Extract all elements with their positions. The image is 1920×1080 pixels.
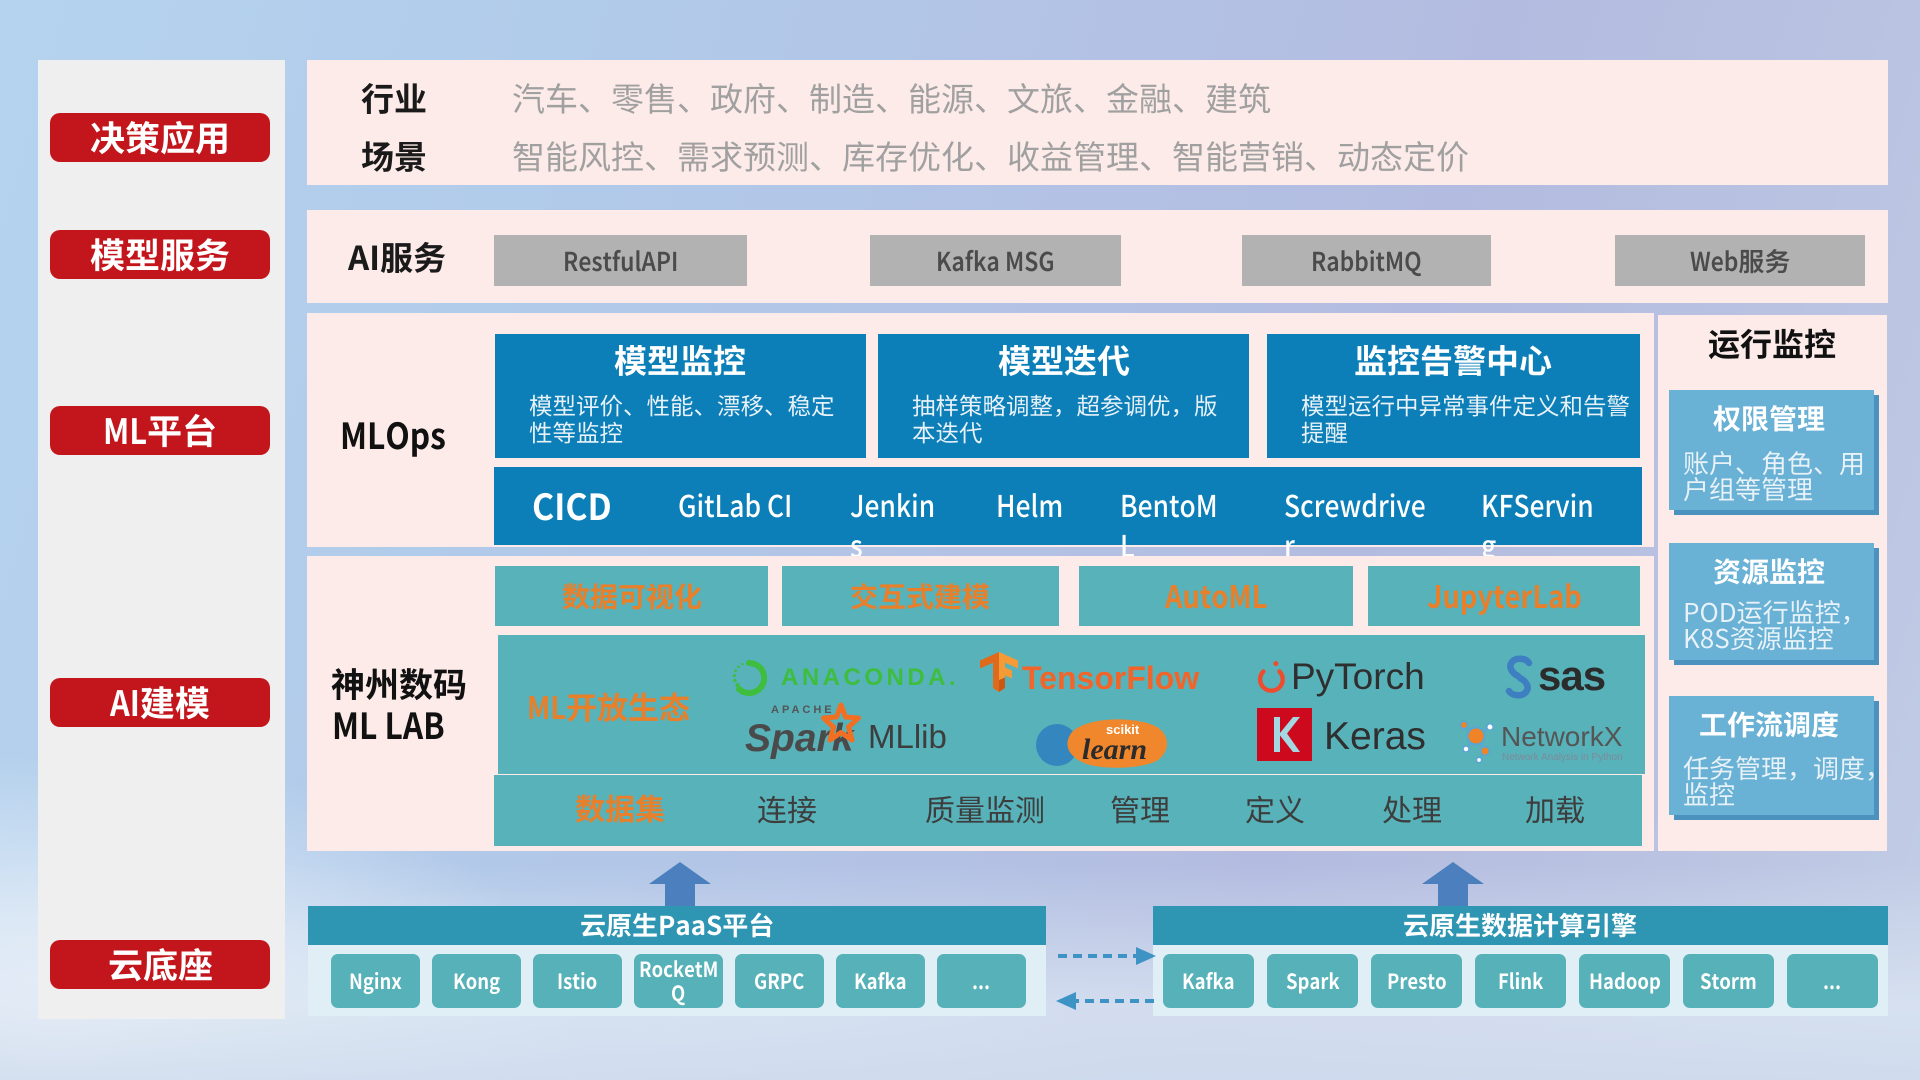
svg-text:learn: learn [1082, 733, 1147, 766]
svg-text:Network Analysis in Python: Network Analysis in Python [1502, 752, 1623, 763]
svg-text:APACHE: APACHE [771, 704, 835, 716]
svg-text:scikit: scikit [1106, 722, 1140, 737]
svg-text:Spark: Spark [745, 717, 856, 760]
svg-text:NetworkX: NetworkX [1501, 721, 1623, 752]
